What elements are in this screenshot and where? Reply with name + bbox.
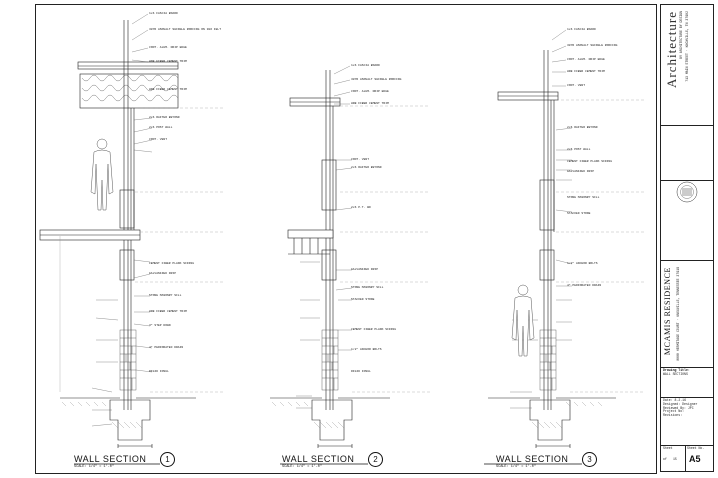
annotation-label: STACKED STONE bbox=[567, 212, 591, 215]
annotation-label: 3" STEP DOWN bbox=[149, 324, 171, 327]
sheet-number-cell: Sheet Sheet No. A5 of 15 bbox=[661, 445, 713, 472]
annotation-label: GALVANIZED DRIP bbox=[567, 170, 595, 173]
annotation-label: CONT. ALUM. DRIP EDGE bbox=[149, 46, 187, 49]
section-2-number: 2 bbox=[368, 452, 383, 467]
wall-section-1-linework bbox=[39, 13, 225, 448]
sheet-border bbox=[35, 4, 657, 474]
annotation-label: 2x6 RAFTER BEYOND bbox=[149, 116, 180, 119]
annotation-label: 2x6 POST WALL bbox=[149, 126, 173, 129]
sheet-label: Sheet bbox=[663, 446, 673, 450]
title-block: Architecture BY ARCHITECTURE BY DESIGN 7… bbox=[660, 4, 714, 472]
section-2-scale: SCALE: 1/4" = 1'-0" bbox=[282, 465, 322, 469]
revisions: Revisions: bbox=[663, 413, 683, 418]
annotation-label: CONT. VENT bbox=[351, 158, 370, 161]
annotation-label: CEMENT FIBER PLANK SIDING bbox=[351, 328, 397, 331]
wall-section-3-linework bbox=[488, 29, 645, 448]
sheet-divider bbox=[685, 446, 686, 472]
annotation-label: CONT. ALUM. DRIP EDGE bbox=[567, 58, 605, 61]
wall-section-2-linework bbox=[270, 65, 430, 448]
annotation-label: 1x6 FASCIA BOARD bbox=[149, 12, 178, 15]
annotation-label: CONT. VENT bbox=[567, 84, 586, 87]
annotation-label: CEMENT FIBER PLANK SIDING bbox=[149, 262, 195, 265]
sheet-number: A5 bbox=[689, 454, 701, 464]
annotation-label: HDB FIBER CEMENT TRIM bbox=[351, 102, 389, 105]
project-name: MCAMIS RESIDENCE bbox=[663, 267, 672, 356]
annotation-label: STONE MASONRY SILL bbox=[351, 286, 384, 289]
annotation-label: HDB FIBER CEMENT TRIM bbox=[567, 70, 605, 73]
section-2-title: WALL SECTION bbox=[282, 454, 355, 464]
seal-area bbox=[661, 180, 713, 240]
annotation-label: 2x6 POST WALL bbox=[567, 148, 591, 151]
annotation-label: HDB FIBER CEMENT TRIM bbox=[149, 88, 187, 91]
section-1-scale: SCALE: 1/4" = 1'-0" bbox=[74, 465, 114, 469]
of-number: 15 bbox=[673, 457, 677, 461]
project-cell: MCAMIS RESIDENCE 0000 HERMITAGE COURT · … bbox=[661, 260, 713, 410]
firm-subtitle: BY ARCHITECTURE BY DESIGN bbox=[679, 11, 683, 59]
annotation-label: CONT. VENT bbox=[149, 138, 168, 141]
annotation-label: 2x6 RAFTER BEYOND bbox=[351, 166, 382, 169]
annotation-label: RIGID INSUL bbox=[149, 370, 169, 373]
annotation-label: STACKED STONE bbox=[351, 298, 375, 301]
annotation-label: 30YR ASPHALT SHINGLE ROOFING bbox=[567, 44, 618, 47]
date-value: 8.2.16 bbox=[674, 398, 686, 402]
drawing-title-label: Drawing Title: bbox=[663, 368, 690, 372]
annotation-label: 1/2" ANCHOR BOLTS bbox=[351, 348, 382, 351]
annotation-label: 2x6 RAFTER BEYOND bbox=[567, 126, 598, 129]
project-address: 0000 HERMITAGE COURT · KNOXVILLE, TENNES… bbox=[676, 267, 680, 361]
firm-name: Architecture bbox=[664, 11, 679, 88]
annotation-label: 1x6 FASCIA BOARD bbox=[567, 28, 596, 31]
annotation-label: HDB FIBER CEMENT TRIM bbox=[149, 60, 187, 63]
annotation-label: 4" PERFORATED DRAIN bbox=[149, 346, 184, 349]
designed-by: Designed: Designer bbox=[663, 401, 698, 406]
annotation-label: STONE MASONRY SILL bbox=[149, 294, 182, 297]
firm-address: 713 MAIN STREET · KNOXVILLE, TN 37902 bbox=[685, 11, 689, 82]
annotation-label: 1x6 FASCIA BOARD bbox=[351, 64, 380, 67]
annotation-label: RIGID INSUL bbox=[351, 370, 371, 373]
annotation-label: CEMENT FIBER PLANK SIDING bbox=[567, 160, 613, 163]
annotation-label: 30YR ASPHALT SHINGLE ROOFING ON 30# FELT bbox=[149, 28, 222, 31]
date-cell: Date: 8.2.16 Designed: Designer Reviewed… bbox=[661, 397, 713, 437]
title-block-graphics bbox=[676, 181, 698, 203]
annotation-label: STONE MASONRY SILL bbox=[567, 196, 600, 199]
consultant-notes bbox=[661, 125, 713, 185]
of-label: of bbox=[663, 457, 667, 461]
section-1-number: 1 bbox=[160, 452, 175, 467]
annotation-label: 30YR ASPHALT SHINGLE ROOFING bbox=[351, 78, 402, 81]
section-3-scale: SCALE: 1/4" = 1'-0" bbox=[496, 465, 536, 469]
annotation-label: GALVANIZED DRIP bbox=[149, 272, 177, 275]
reviewed-by: Reviewed By: JPC bbox=[663, 405, 694, 410]
section-1-title: WALL SECTION bbox=[74, 454, 147, 464]
annotation-label: GALVANIZED DRIP bbox=[351, 268, 379, 271]
section-3-title: WALL SECTION bbox=[496, 454, 569, 464]
annotation-label: 2x6 P.T. BD bbox=[351, 206, 371, 209]
human-scale-figure-3 bbox=[511, 284, 535, 357]
annotation-label: 4" PERFORATED DRAIN bbox=[567, 284, 602, 287]
human-scale-figure-1 bbox=[90, 138, 114, 211]
annotation-label: CONT. ALUM. DRIP EDGE bbox=[351, 90, 389, 93]
section-3-number: 3 bbox=[582, 452, 597, 467]
date-label: Date: bbox=[663, 398, 673, 402]
drawing-title: WALL SECTIONS bbox=[663, 371, 688, 376]
sheet-no-label: Sheet No. bbox=[687, 446, 705, 450]
project-number: Project No: bbox=[663, 409, 685, 414]
annotation-label: 1/2" ANCHOR BOLTS bbox=[567, 262, 598, 265]
annotation-label: HDB FIBER CEMENT TRIM bbox=[149, 310, 187, 313]
drawing-title-cell: Drawing Title: WALL SECTIONS bbox=[661, 367, 713, 397]
